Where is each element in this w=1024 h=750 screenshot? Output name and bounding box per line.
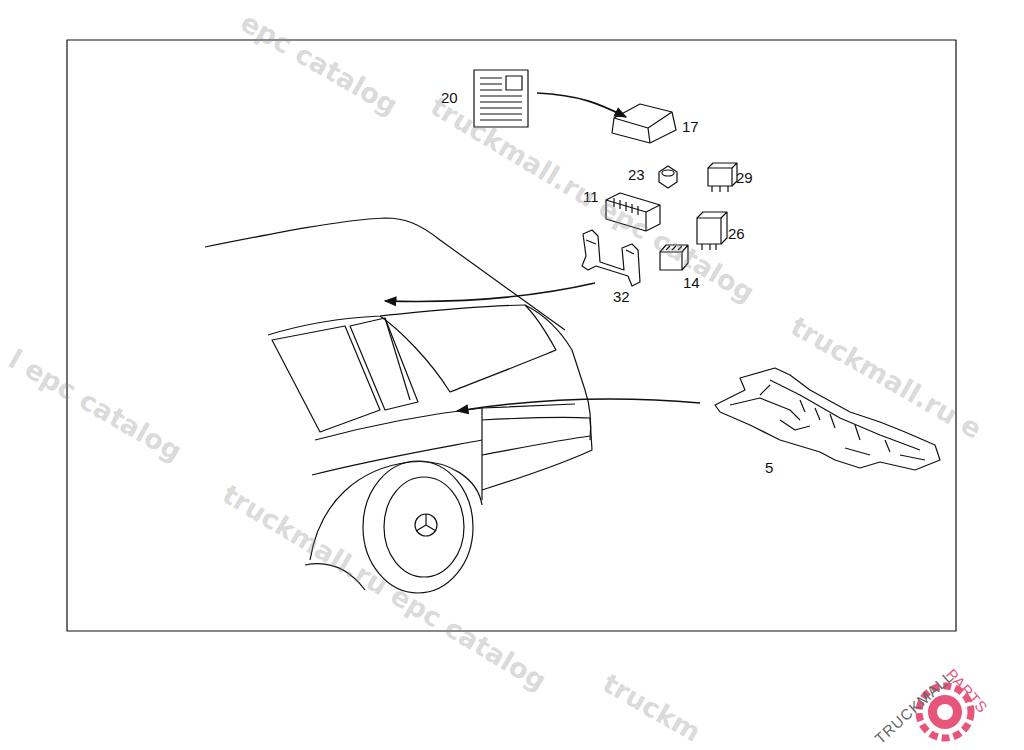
callout-number: 26 xyxy=(728,226,745,241)
watermark: truckm xyxy=(599,669,706,746)
callout-number: 17 xyxy=(682,119,699,134)
callout-number: 5 xyxy=(765,460,773,475)
pointer-arrow xyxy=(385,283,595,302)
callout-number: 23 xyxy=(628,167,645,182)
relay xyxy=(708,163,737,192)
callout-number: 32 xyxy=(613,289,630,304)
fuse-box-cover xyxy=(612,104,676,143)
watermark: truckmall.ru epc catalog xyxy=(426,92,759,307)
nut xyxy=(659,166,677,188)
relay xyxy=(697,212,727,250)
callout-number: 29 xyxy=(736,170,753,185)
watermark: truckmall.ru epc catalog xyxy=(218,480,551,695)
pointer-arrow xyxy=(537,93,626,117)
car-outline xyxy=(205,218,592,593)
watermark: l epc catalog xyxy=(4,345,186,465)
watermark: epc catalog xyxy=(237,8,403,119)
pointer-arrow xyxy=(457,399,700,411)
